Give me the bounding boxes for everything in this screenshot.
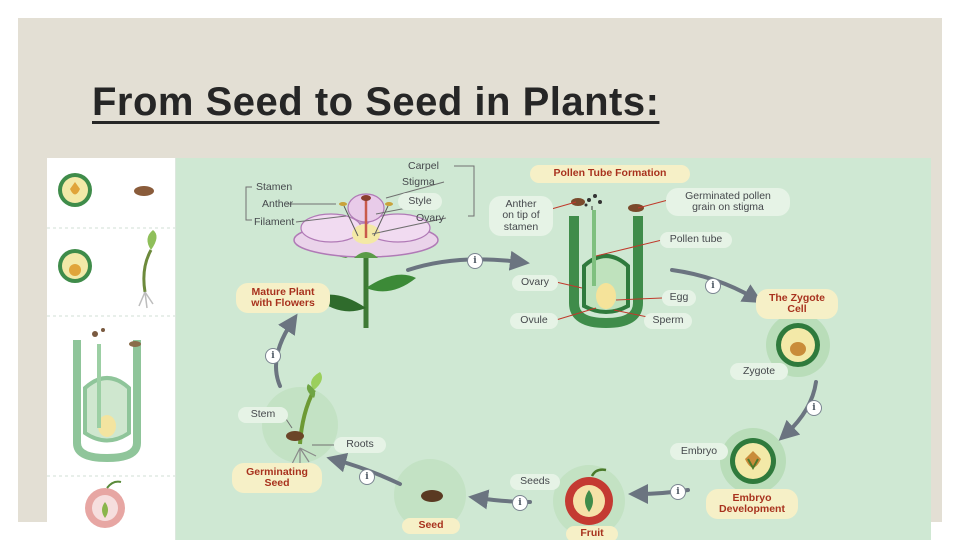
pollination-leader-lines [547,199,669,321]
pollination-illustration [569,194,644,329]
thumbnail-sprout [138,230,157,309]
label-stem: Stem [238,407,288,423]
seed-illustration [394,459,466,531]
thumbnail-seed [134,186,154,196]
label-zygote: Zygote [730,363,788,380]
label-sperm: Sperm [644,313,692,329]
thumbnail-fruit [85,480,125,528]
label-ovary-pollination: Ovary [512,275,558,291]
label-style: Style [398,193,442,210]
step-marker: i [512,495,528,511]
flower-leader-lines [245,165,475,235]
label-ovule: Ovule [510,313,558,329]
label-germinated-pollen: Germinated pollen grain on stigma [666,188,790,216]
label-mature-plant: Mature Plant with Flowers [236,283,330,313]
life-cycle-diagram: Stamen Anther Filament Carpel Stigma Sty… [176,158,931,540]
step-marker: i [670,484,686,500]
label-germinating-seed: Germinating Seed [232,463,322,493]
germinating-seed-illustration [262,372,338,466]
thumbnail-zygote [58,249,92,283]
label-ovary-flower: Ovary [416,212,445,224]
step-marker: i [705,278,721,294]
label-stigma: Stigma [402,176,435,188]
step-marker: i [806,400,822,416]
thumbnail-pollination [73,328,141,463]
label-pollen-tube-formation: Pollen Tube Formation [530,165,690,183]
label-roots: Roots [334,437,386,453]
label-carpel: Carpel [408,160,439,172]
label-fruit: Fruit [566,526,618,540]
thumbnail-zygote-cell [58,173,92,207]
fruit-illustration [553,465,625,537]
label-embryo-development: Embryo Development [706,489,798,519]
label-pollen-tube: Pollen tube [660,232,732,248]
thumbnail-strip [47,158,176,540]
label-stamen: Stamen [256,181,293,193]
label-anther: Anther [262,198,293,210]
step-marker: i [359,469,375,485]
label-embryo: Embryo [670,443,728,460]
slide-title: From Seed to Seed in Plants: [92,80,660,124]
label-seeds: Seeds [510,474,560,490]
embryo-illustration [720,428,786,494]
label-zygote-cell: The Zygote Cell [756,289,838,319]
step-marker: i [265,348,281,364]
label-seed: Seed [402,518,460,534]
label-egg: Egg [662,290,696,306]
label-anther-on-tip: Anther on tip of stamen [489,196,553,236]
zygote-cell-illustration [766,313,830,377]
label-filament: Filament [254,216,295,228]
step-marker: i [467,253,483,269]
